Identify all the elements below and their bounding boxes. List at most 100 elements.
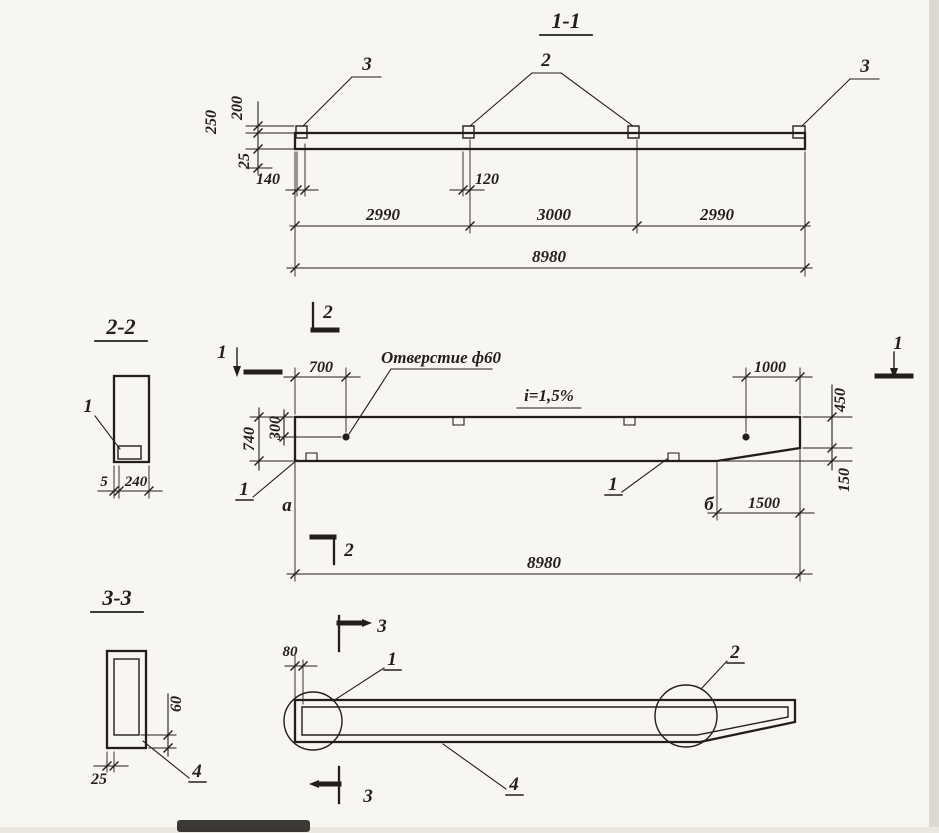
label-leader <box>332 667 385 702</box>
tick <box>253 121 263 131</box>
tick <box>109 486 119 496</box>
tick <box>341 372 351 382</box>
callout-2-leader-right <box>560 72 634 127</box>
beam-outline <box>293 698 797 744</box>
section-2-2-title-text: 2-2 <box>105 314 135 339</box>
dims-left-stack: 200 250 25 <box>203 96 295 175</box>
dim-25: 25 <box>236 153 253 170</box>
tick <box>800 221 810 231</box>
section-3-3-outline <box>105 649 148 750</box>
section-2-2-inner-detail <box>117 445 142 460</box>
plate-mark-bottom-1 <box>305 452 318 461</box>
embed-plate-2 <box>462 125 475 139</box>
hole-left <box>342 433 350 441</box>
slope-note-group: i=1,5% <box>516 386 582 409</box>
tick <box>292 185 302 195</box>
dim-740: 740 <box>241 427 258 451</box>
tick <box>712 508 722 518</box>
slope-text: i=1,5% <box>524 386 574 405</box>
tick <box>109 761 119 771</box>
dim-240: 240 <box>124 474 148 490</box>
label-leader <box>252 459 298 498</box>
dim-700-group: 700 <box>283 359 361 433</box>
dims-left-group: 740 300 <box>241 407 342 471</box>
elevation-label-4: 4 <box>442 743 524 796</box>
tick <box>279 412 289 422</box>
callout-3-left-leader <box>302 76 353 127</box>
elevation-label-2: 2 <box>700 642 745 690</box>
tick <box>632 221 642 231</box>
dim-60-group: 60 <box>140 693 185 757</box>
detail-circle-1 <box>283 691 343 751</box>
plate-mark-top-2 <box>623 417 636 426</box>
dim-8980-plan-group: 8980 <box>286 462 813 582</box>
dim-120: 120 <box>475 171 499 188</box>
label-leader <box>142 740 190 779</box>
plate-mark-top-1 <box>452 417 465 426</box>
dim-1000: 1000 <box>754 359 786 376</box>
plan-outline <box>293 415 802 463</box>
callout-3-left-text: 3 <box>361 54 372 75</box>
section-3-3-inner <box>113 658 140 736</box>
label-1-text: 1 <box>83 396 93 417</box>
tick <box>795 569 805 579</box>
dim-25: 25 <box>90 771 107 788</box>
tick <box>163 743 173 753</box>
dim-300: 300 <box>267 416 284 441</box>
callout-3-right-text: 3 <box>859 56 870 77</box>
section-marker-2-bottom: 2 <box>309 534 354 566</box>
callout-2-leader-left <box>469 72 533 127</box>
dim-700: 700 <box>309 359 333 376</box>
beam-inner-wall <box>301 706 789 736</box>
plan-label-a: а <box>282 495 292 516</box>
label-2-text: 2 <box>729 642 740 663</box>
beam-elevation-1-1 <box>293 125 807 151</box>
hole-note-group: Отверстие ф60 <box>348 348 502 435</box>
section-marker-1-right: 1 <box>874 333 914 379</box>
dims-right-group: 450 150 <box>719 384 853 492</box>
tick <box>298 661 308 671</box>
callout-3-right-leader <box>801 78 851 127</box>
callout-2-center: 2 <box>469 50 634 127</box>
dim-row-total-1-1: 8980 <box>286 232 813 277</box>
dim-1500-group: 1500 <box>707 449 815 521</box>
label-4-text: 4 <box>191 761 202 782</box>
label-4-text: 4 <box>508 774 519 795</box>
tick <box>300 185 310 195</box>
tick <box>290 221 300 231</box>
plan-label-1-left: 1 <box>235 459 298 501</box>
plate-mark-bottom-2 <box>667 452 680 461</box>
dim-2990-left: 2990 <box>365 205 401 224</box>
section-2-2-outline <box>112 374 151 464</box>
tick <box>827 412 837 422</box>
view-1-1: 1-1 3 2 3 <box>203 8 880 277</box>
elevation-label-1: 1 <box>332 649 402 702</box>
section-2-2-dims: 5 240 <box>97 465 163 499</box>
tick <box>290 569 300 579</box>
tick <box>254 456 264 466</box>
dim-1000-group: 1000 <box>732 359 813 433</box>
label-1-leader <box>94 415 121 450</box>
arrow-head <box>233 366 241 377</box>
tick <box>465 221 475 231</box>
marker-2-top-text: 2 <box>322 302 333 323</box>
section-marker-1-left: 1 <box>217 342 283 377</box>
tick <box>253 144 263 154</box>
tick <box>102 761 112 771</box>
plan-label-1-mid: 1 <box>604 458 668 496</box>
arrow-head <box>362 619 372 627</box>
scan-edge-bottom <box>0 827 939 833</box>
scan-smudge <box>177 820 310 832</box>
section-marker-2-top: 2 <box>310 301 340 333</box>
embed-plate-1 <box>295 125 308 139</box>
marker-3-bottom-text: 3 <box>362 786 373 807</box>
section-2-2-label-1: 1 <box>83 396 121 450</box>
marker-2-bottom-text: 2 <box>343 540 354 561</box>
beam-body <box>293 131 807 151</box>
label-leader <box>700 660 728 690</box>
scan-edge-right <box>929 0 939 833</box>
dim-1500: 1500 <box>748 495 780 512</box>
dim-80: 80 <box>283 644 299 660</box>
plan-label-b: б <box>704 494 715 515</box>
tick <box>253 163 263 173</box>
